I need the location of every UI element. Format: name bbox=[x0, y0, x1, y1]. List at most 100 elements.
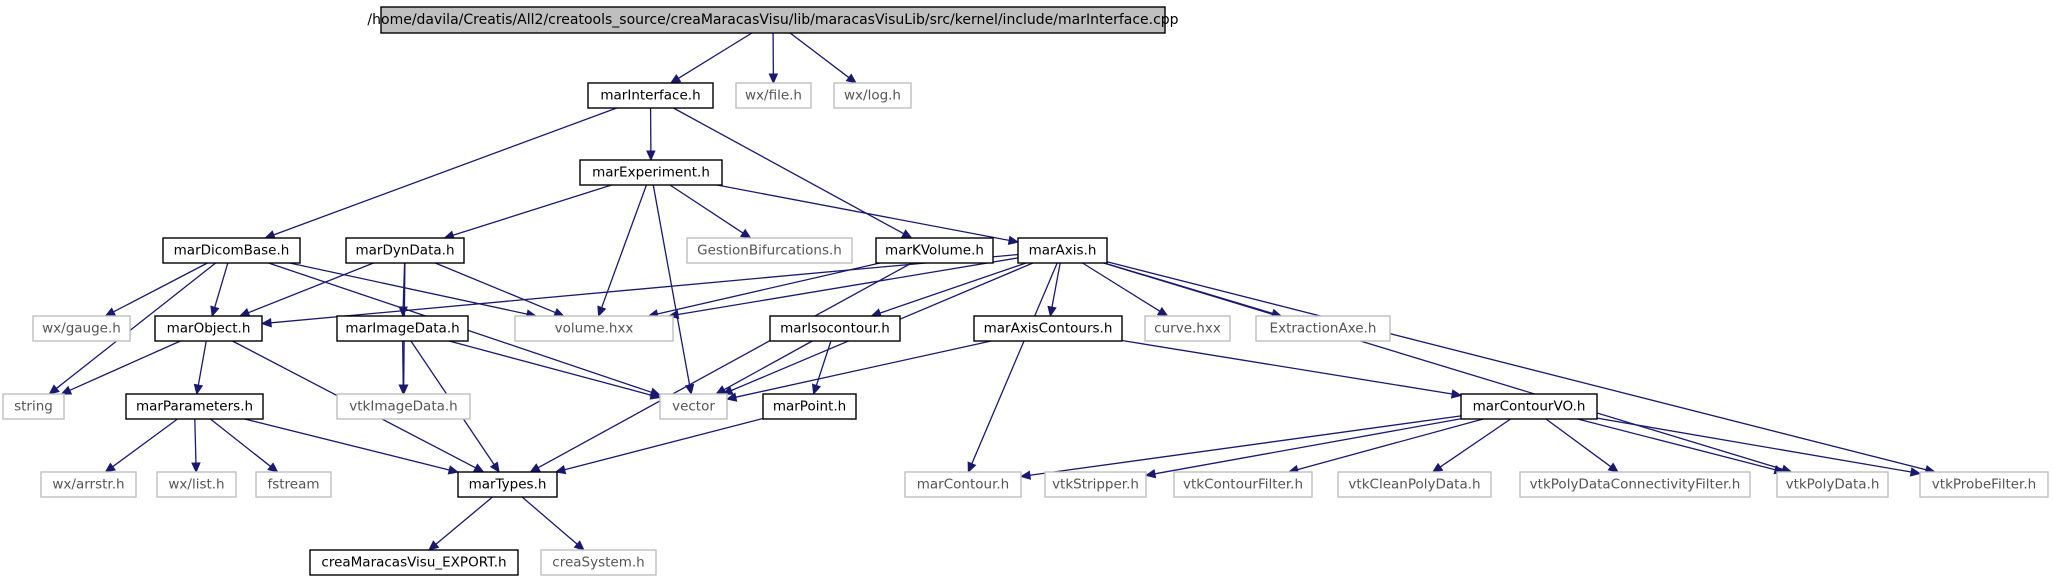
node-marAxisContours[interactable]: marAxisContours.h bbox=[973, 315, 1123, 342]
edge-marExperiment-to-volume bbox=[601, 184, 648, 308]
node-extraction: ExtractionAxe.h bbox=[1255, 315, 1391, 342]
edge-marObject-to-marParameters bbox=[197, 340, 207, 386]
arrowhead-marExperiment-to-gestion bbox=[739, 228, 752, 239]
node-box-wxlog bbox=[833, 82, 912, 109]
node-label-marAxis: marAxis.h bbox=[1029, 243, 1097, 259]
node-box-wxgauge bbox=[32, 315, 131, 342]
node-vtkPolyData: vtkPolyData.h bbox=[1776, 471, 1889, 498]
node-box-vtkProbeFilter bbox=[1919, 471, 2049, 498]
arrowhead-marAxis-to-curve bbox=[1156, 306, 1169, 317]
node-label-marParameters: marParameters.h bbox=[136, 399, 253, 415]
node-label-gestion: GestionBifurcations.h bbox=[697, 243, 842, 259]
node-root[interactable]: /home/davila/Creatis/All2/creatools_sour… bbox=[367, 6, 1179, 34]
node-label-vtkImageData: vtkImageData.h bbox=[349, 399, 457, 415]
node-box-creaExport bbox=[309, 549, 519, 576]
node-marDicomBase[interactable]: marDicomBase.h bbox=[162, 237, 301, 264]
arrowhead-marTypes-to-creaExport bbox=[428, 540, 440, 551]
edge-marKVolume-to-volume bbox=[657, 262, 881, 315]
node-box-curve bbox=[1144, 315, 1231, 342]
node-box-marTypes bbox=[457, 471, 558, 498]
node-creaExport[interactable]: creaMaracasVisu_EXPORT.h bbox=[309, 549, 519, 576]
edge-marAxis-to-vtkProbeFilter bbox=[1106, 261, 1927, 471]
node-box-marDicomBase bbox=[162, 237, 301, 264]
node-label-vtkPDCF: vtkPolyDataConnectivityFilter.h bbox=[1530, 477, 1741, 493]
node-marPoint[interactable]: marPoint.h bbox=[762, 393, 857, 420]
node-vector: vector bbox=[659, 393, 728, 420]
node-label-marDynData: marDynData.h bbox=[356, 243, 455, 259]
arrowhead-marDicomBase-to-marObject bbox=[210, 305, 220, 318]
node-box-wxarrstr bbox=[40, 471, 137, 498]
node-box-vtkCleanPolyData bbox=[1337, 471, 1492, 498]
edge-marKVolume-to-marTypes bbox=[537, 262, 913, 469]
node-wxlist: wx/list.h bbox=[156, 471, 237, 498]
node-vtkImageData: vtkImageData.h bbox=[336, 393, 471, 420]
arrowhead-marImageData-to-vtkImageData bbox=[398, 384, 408, 396]
arrowhead-marAxis-to-marAxisContours bbox=[1047, 305, 1057, 318]
edge-marAxis-to-marObject bbox=[270, 253, 1019, 324]
node-label-marAxisContours: marAxisContours.h bbox=[984, 321, 1113, 337]
edge-marDicomBase-to-string bbox=[56, 262, 217, 389]
edge-marDicomBase-to-marObject bbox=[214, 262, 229, 308]
edge-marContourVO-to-vtkPDCF bbox=[1545, 418, 1612, 468]
node-marImageData[interactable]: marImageData.h bbox=[336, 315, 469, 342]
node-wxlog: wx/log.h bbox=[833, 82, 912, 109]
node-box-string bbox=[2, 393, 65, 420]
arrowhead-marImageData-to-vector bbox=[649, 390, 662, 400]
arrowhead-marExperiment-to-volume bbox=[597, 305, 607, 318]
node-label-marInterface: marInterface.h bbox=[600, 88, 700, 104]
edge-marExperiment-to-marDynData bbox=[452, 184, 612, 236]
node-label-marImageData: marImageData.h bbox=[345, 321, 459, 337]
edge-marExperiment-to-marAxis bbox=[716, 184, 1010, 242]
node-label-creaExport: creaMaracasVisu_EXPORT.h bbox=[321, 555, 506, 571]
arrowhead-marContourVO-to-vtkStripper bbox=[1144, 469, 1157, 479]
node-box-vtkPolyData bbox=[1776, 471, 1889, 498]
node-marKVolume[interactable]: marKVolume.h bbox=[875, 237, 994, 264]
node-marContourVO[interactable]: marContourVO.h bbox=[1460, 393, 1598, 420]
arrowhead-marInterface-to-marExperiment bbox=[646, 150, 656, 162]
node-marAxis[interactable]: marAxis.h bbox=[1017, 237, 1108, 264]
node-marParameters[interactable]: marParameters.h bbox=[125, 393, 264, 420]
arrowhead-marParameters-to-marTypes bbox=[447, 465, 460, 475]
edge-root-to-marInterface bbox=[678, 32, 753, 79]
node-marTypes[interactable]: marTypes.h bbox=[457, 471, 558, 498]
node-label-wxlist: wx/list.h bbox=[168, 477, 224, 493]
node-marObject[interactable]: marObject.h bbox=[154, 315, 263, 342]
node-label-marContourVO: marContourVO.h bbox=[1473, 399, 1586, 415]
node-label-creaSystem: creaSystem.h bbox=[552, 555, 644, 571]
node-string: string bbox=[2, 393, 65, 420]
edge-marParameters-to-marTypes bbox=[244, 418, 450, 471]
edge-marContourVO-to-marContour bbox=[1029, 415, 1462, 476]
arrowhead-marTypes-to-creaSystem bbox=[573, 540, 585, 551]
node-box-marAxisContours bbox=[973, 315, 1123, 342]
node-label-marDicomBase: marDicomBase.h bbox=[174, 243, 290, 259]
edge-marExperiment-to-vector bbox=[652, 184, 691, 386]
arrowhead-marKVolume-to-marTypes bbox=[529, 463, 541, 473]
node-box-marIsocontour bbox=[769, 315, 901, 342]
node-label-vtkStripper: vtkStripper.h bbox=[1052, 477, 1139, 493]
node-box-volume bbox=[514, 315, 674, 342]
edge-marAxis-to-vtkPolyData bbox=[1103, 262, 1783, 471]
arrowhead-marParameters-to-wxlist bbox=[191, 462, 201, 474]
node-box-marContour bbox=[904, 471, 1022, 498]
node-label-volume: volume.hxx bbox=[555, 321, 634, 337]
node-label-vtkCleanPolyData: vtkCleanPolyData.h bbox=[1348, 477, 1480, 493]
arrowhead-marDynData-to-volume bbox=[553, 307, 565, 317]
node-wxgauge: wx/gauge.h bbox=[32, 315, 131, 342]
node-box-vtkPDCF bbox=[1519, 471, 1751, 498]
arrowhead-marParameters-to-wxarrstr bbox=[104, 462, 116, 473]
edge-marTypes-to-creaExport bbox=[435, 496, 493, 545]
arrowhead-marExperiment-to-marAxis bbox=[1007, 235, 1020, 245]
node-marInterface[interactable]: marInterface.h bbox=[587, 82, 714, 109]
arrowhead-marAxisContours-to-vector bbox=[725, 392, 738, 402]
edge-marContourVO-to-vtkContourFilter bbox=[1297, 418, 1484, 471]
node-wxarrstr: wx/arrstr.h bbox=[40, 471, 137, 498]
node-marIsocontour[interactable]: marIsocontour.h bbox=[769, 315, 901, 342]
node-box-wxfile bbox=[735, 82, 812, 109]
arrowhead-marContourVO-to-vtkProbeFilter bbox=[1909, 467, 1922, 477]
node-box-marObject bbox=[154, 315, 263, 342]
node-gestion: GestionBifurcations.h bbox=[686, 237, 853, 264]
node-marExperiment[interactable]: marExperiment.h bbox=[579, 159, 723, 186]
node-marDynData[interactable]: marDynData.h bbox=[345, 237, 465, 264]
arrowhead-marImageData-to-marTypes bbox=[489, 461, 500, 474]
